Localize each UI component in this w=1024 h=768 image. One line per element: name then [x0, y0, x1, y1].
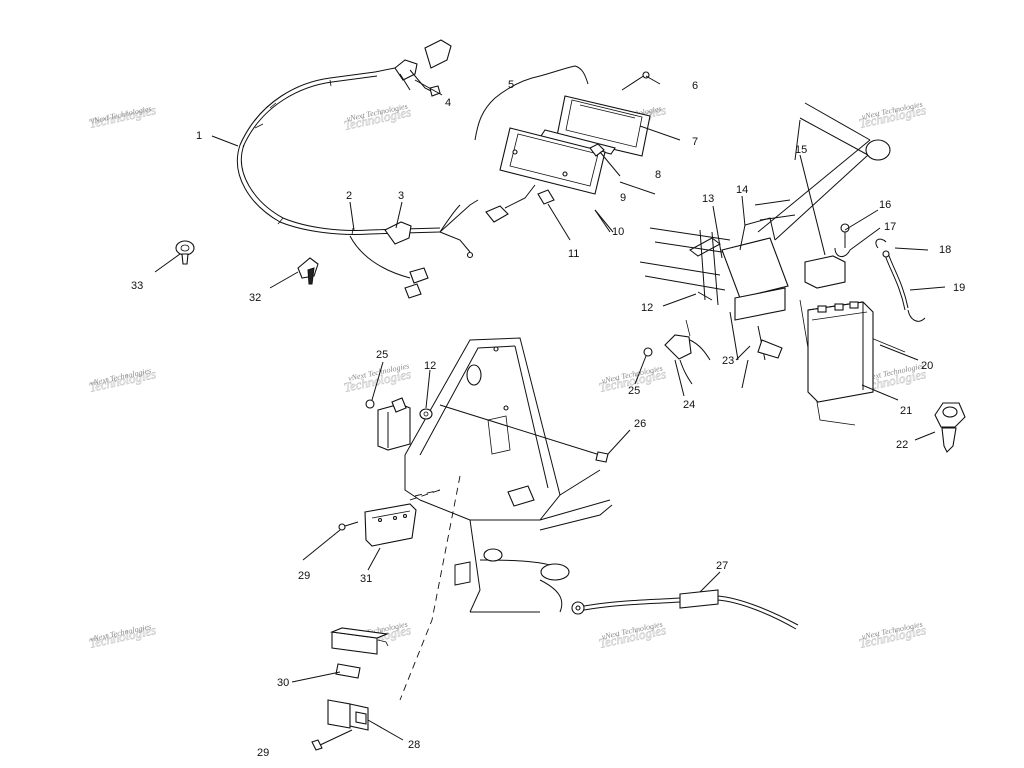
- callout-20: 20: [921, 360, 933, 372]
- watermark: Technologies vNext Technologies: [87, 366, 157, 395]
- screw-12-right: [697, 291, 713, 301]
- callout-26: 26: [634, 418, 646, 430]
- clip-32: [297, 257, 319, 285]
- watermark: Technologies vNext Technologies: [857, 620, 927, 652]
- bolt-16: [840, 223, 850, 248]
- leader-lines: [154, 75, 946, 741]
- callout-21: 21: [900, 405, 912, 417]
- watermarks: Technologies vNext Technologies Technolo…: [87, 100, 927, 652]
- callout-32: 32: [249, 292, 261, 304]
- callout-31: 31: [360, 573, 372, 585]
- callout-labels: 1 2 3 4 5 6 7 8 9 10 11 12 12 13 14 15 1…: [131, 79, 965, 759]
- callout-18: 18: [939, 244, 951, 256]
- screw-29-lower: [311, 729, 353, 751]
- rectifier-31: [364, 503, 417, 547]
- bolt-26: [439, 404, 609, 463]
- callout-1: 1: [196, 130, 202, 142]
- regulator-module: [365, 397, 411, 451]
- ground-cable-27: [571, 589, 799, 630]
- callout-29-upper: 29: [298, 570, 310, 582]
- callout-4: 4: [445, 97, 451, 109]
- callout-9: 9: [620, 192, 626, 204]
- washer-12-left: [419, 408, 433, 420]
- callout-2: 2: [346, 190, 352, 202]
- callout-23: 23: [722, 355, 734, 367]
- watermark: Technologies vNext Technologies: [597, 620, 667, 652]
- fuse-holder-30: [329, 627, 390, 679]
- callout-25-left: 25: [376, 349, 388, 361]
- relay-bracket-24: [664, 319, 711, 385]
- callout-33: 33: [131, 280, 143, 292]
- relay-plate: [487, 415, 511, 455]
- callout-11: 11: [568, 248, 579, 260]
- callout-17: 17: [884, 221, 896, 233]
- battery-cover-15: [804, 255, 846, 289]
- taillight-base: [499, 127, 606, 195]
- frame-upper: [639, 102, 906, 426]
- callout-28: 28: [408, 739, 420, 751]
- dashed-leader: [399, 475, 461, 701]
- callout-25-right: 25: [628, 385, 640, 397]
- callout-12-left: 12: [424, 360, 436, 372]
- callout-15: 15: [795, 144, 807, 156]
- taillight-assembly: [474, 65, 651, 223]
- fuse-block-28: [327, 699, 369, 731]
- callout-30: 30: [277, 677, 289, 689]
- harness-connector-3: [384, 221, 412, 245]
- callout-13: 13: [702, 193, 714, 205]
- watermark: Technologies vNext Technologies: [87, 102, 157, 131]
- terminal-boot-22: [934, 402, 966, 453]
- callout-12-right: 12: [641, 302, 653, 314]
- wiring-harness: [236, 39, 479, 299]
- callout-7: 7: [692, 136, 698, 148]
- watermark: Technologies vNext Technologies: [87, 622, 157, 651]
- callout-29-lower: 29: [257, 747, 269, 759]
- watermark: Technologies vNext Technologies: [342, 102, 412, 134]
- callout-14: 14: [736, 184, 748, 196]
- callout-27: 27: [716, 560, 728, 572]
- callout-24: 24: [683, 399, 695, 411]
- callout-16: 16: [879, 199, 891, 211]
- battery: [807, 301, 874, 403]
- screw-29-upper: [338, 521, 359, 531]
- callout-3: 3: [398, 190, 404, 202]
- battery-tray: [699, 217, 789, 389]
- nut-17: [834, 247, 851, 257]
- callout-10: 10: [612, 226, 624, 238]
- callout-8: 8: [655, 169, 661, 181]
- callout-22: 22: [896, 439, 908, 451]
- watermark: Technologies vNext Technologies: [857, 100, 927, 132]
- callout-19: 19: [953, 282, 965, 294]
- callout-5: 5: [508, 79, 514, 91]
- callout-6: 6: [692, 80, 698, 92]
- nut-25-right: [643, 347, 653, 357]
- battery-strap: [875, 238, 926, 322]
- rear-frame: [404, 337, 613, 613]
- watermark: Technologies vNext Technologies: [342, 361, 412, 395]
- grommet-33: [175, 240, 195, 265]
